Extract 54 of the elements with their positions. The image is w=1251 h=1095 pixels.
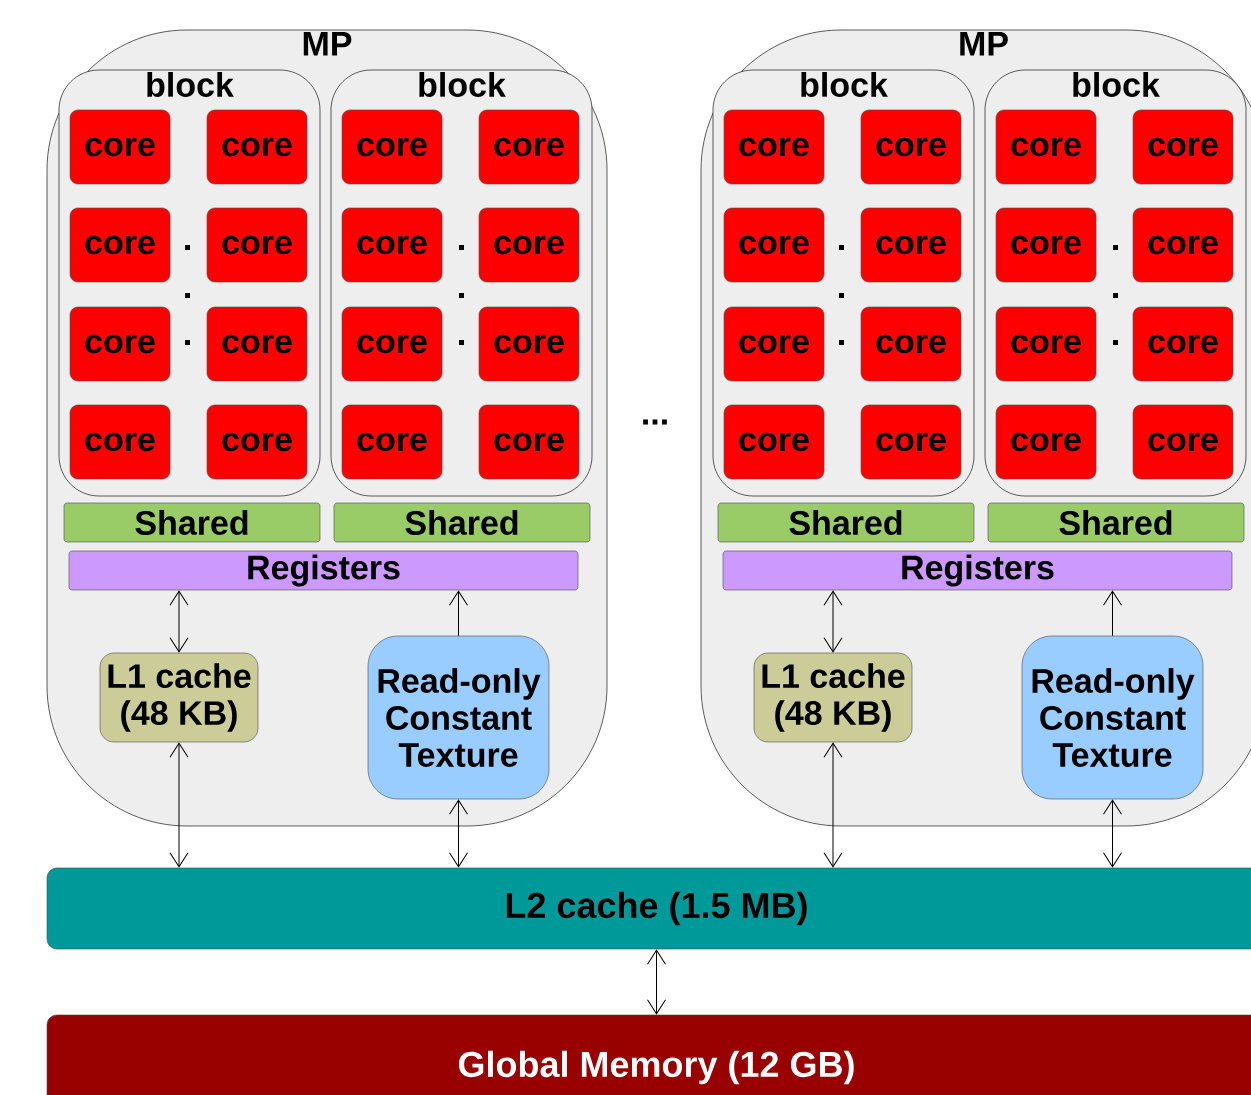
cache-bar: L2 cache (1.5 MB) <box>46 867 1251 950</box>
core-box: core <box>1132 207 1234 283</box>
core-box: core <box>723 207 825 283</box>
arrow <box>823 590 843 653</box>
registers-bar: Registers <box>722 550 1233 591</box>
core-box: core <box>478 207 580 283</box>
core-box: core <box>1132 109 1234 185</box>
core-box: core <box>995 109 1097 185</box>
core-box: core <box>341 404 443 480</box>
arrow <box>169 590 189 653</box>
core-box: core <box>723 109 825 185</box>
shared-memory-bar: Shared <box>63 502 321 543</box>
shared-memory-bar: Shared <box>333 502 591 543</box>
core-box: core <box>206 207 308 283</box>
shared-memory-bar: Shared <box>987 502 1245 543</box>
core-box: core <box>860 404 962 480</box>
core-box: core <box>206 109 308 185</box>
core-box: core <box>478 306 580 382</box>
core-box: core <box>341 109 443 185</box>
core-box: core <box>860 207 962 283</box>
arrow <box>823 742 843 868</box>
core-box: core <box>69 306 171 382</box>
core-box: core <box>341 306 443 382</box>
core-box: core <box>995 207 1097 283</box>
core-box: core <box>69 404 171 480</box>
shared-memory-bar: Shared <box>717 502 975 543</box>
arrow <box>1103 590 1122 637</box>
cache-box: L1 cache (48 KB) <box>753 652 913 743</box>
core-box: core <box>478 404 580 480</box>
core-box: core <box>341 207 443 283</box>
arrow <box>449 590 468 637</box>
core-box: core <box>69 109 171 185</box>
core-box: core <box>860 306 962 382</box>
core-box: core <box>206 404 308 480</box>
memory-box: Read-only Constant Texture <box>1021 635 1204 800</box>
ellipsis-label: ... <box>643 419 667 425</box>
cache-box: L1 cache (48 KB) <box>99 652 259 743</box>
memory-box: Read-only Constant Texture <box>367 635 550 800</box>
core-box: core <box>206 306 308 382</box>
arrow <box>169 742 189 868</box>
memory-bar: Global Memory (12 GB) <box>46 1014 1251 1095</box>
arrow <box>1103 799 1122 868</box>
arrow <box>449 799 468 868</box>
arrow <box>647 949 666 1015</box>
core-box: core <box>1132 306 1234 382</box>
core-box: core <box>995 306 1097 382</box>
core-box: core <box>995 404 1097 480</box>
core-box: core <box>69 207 171 283</box>
core-box: core <box>723 306 825 382</box>
core-box: core <box>860 109 962 185</box>
core-box: core <box>478 109 580 185</box>
registers-bar: Registers <box>68 550 579 591</box>
core-box: core <box>723 404 825 480</box>
core-box: core <box>1132 404 1234 480</box>
